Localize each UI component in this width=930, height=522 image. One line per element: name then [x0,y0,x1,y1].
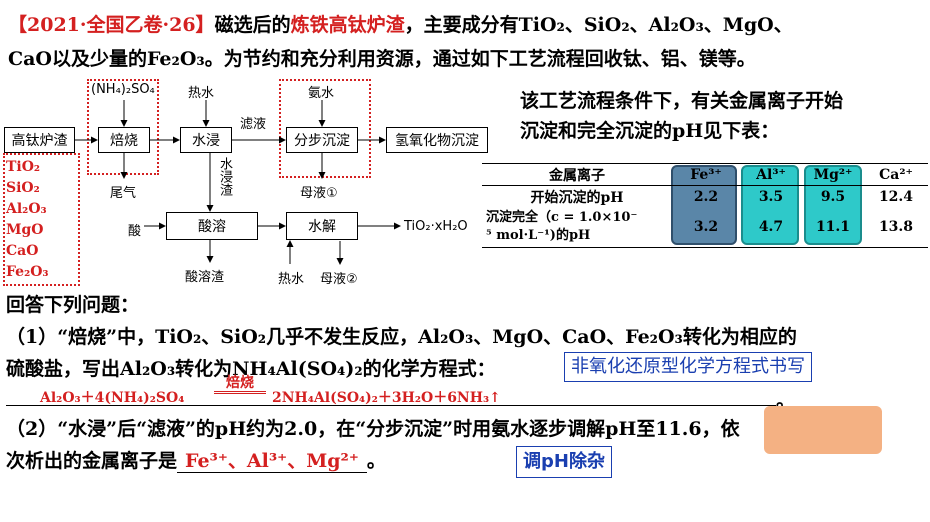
table-cell: 2.2 [693,188,719,205]
q2-text-b: ，依 [701,418,740,440]
q1-line-a: （1）“焙烧”中，TiO₂、SiO₂几乎不发生反应，Al₂O₃、MgO、CaO、… [6,326,797,348]
table-cell: 3.5 [758,188,784,205]
component-list: TiO₂ SiO₂ Al₂O₃ MgO CaO Fe₂O₃ [6,157,49,283]
component-item: Fe₂O₃ [6,264,49,280]
mg-column-highlight [804,165,862,245]
row-complete-label-a: 沉淀完全（c = 1.0×10⁻ [486,210,638,226]
roast-box: 焙烧 [98,127,150,153]
q1-line-b: 硫酸盐，写出Al₂O₃转化为NH₄Al(SO₄)₂的化学方程式： [6,358,496,380]
q1-answer-underline [6,405,776,406]
row-complete-label-b: ⁵ mol·L⁻¹)的pH [486,228,591,244]
hot-water-label: 热水 [188,86,215,101]
component-item: Al₂O₃ [6,201,47,217]
table-cell: 4.7 [758,219,784,236]
leach-box: 水浸 [180,127,232,153]
row-complete-label: 沉淀完全（c = 1.0×10⁻ ⁵ mol·L⁻¹)的pH [482,208,672,248]
component-item: CaO [6,243,39,259]
residue-label: 水浸渣 [217,157,232,196]
equation-right: 2NH₄Al(SO₄)₂＋3H₂O＋6NH₃↑ [272,390,501,406]
question-tag: 【2021·全国乙卷·26】 [8,14,215,36]
highlight-slag: 炼铁高钛炉渣 [290,14,405,36]
ion-mg: Mg²⁺ [813,166,853,183]
ammonia-label: 氨水 [308,86,335,101]
mother1-label: 母液① [300,186,338,201]
table-cell: 3.2 [693,219,719,236]
hot-water-bottom-label: 热水 [278,272,305,287]
header-line-1: 【2021·全国乙卷·26】磁选后的炼铁高钛炉渣，主要成分有TiO₂、SiO₂、… [8,10,793,37]
equation-left: Al₂O₃＋4(NH₄)₂SO₄ [40,390,185,406]
reagent-label: (NH₄)₂SO₄ [91,82,155,97]
right-text-line-1: 该工艺流程条件下，有关金属离子开始 [520,90,844,112]
tail-gas-label: 尾气 [110,186,137,201]
ion-al: Al³⁺ [756,166,786,183]
header-line-2: CaO以及少量的Fe₂O₃。为节约和充分利用资源，通过如下工艺流程回收钛、铝、镁… [8,48,756,70]
equation-condition: 焙烧 [214,375,266,394]
ion-fe: Fe³⁺ [690,166,722,183]
intro-text-2: ，主要成分有TiO₂、SiO₂、Al₂O₃、MgO、 [404,14,793,36]
q2-text-a: （2）“水浸”后“滤液”的pH约为2.0，在“分步沉淀”时用氨水逐步调解 [6,418,606,440]
acid-label: 酸 [128,224,142,239]
ion-ca: Ca²⁺ [879,166,913,183]
table-cell: 11.1 [815,219,851,236]
acid-residue-label: 酸溶渣 [185,270,225,285]
note-adjust-ph: 调pH除杂 [516,446,612,478]
component-item: MgO [6,222,44,238]
precip-box: 分步沉淀 [286,127,358,153]
intro-text: 磁选后的 [214,14,291,36]
fe-column-highlight [671,165,737,245]
product-label: TiO₂·xH₂O [404,219,468,234]
q2-end: 。 [366,450,386,472]
q2-line-a: （2）“水浸”后“滤液”的pH约为2.0，在“分步沉淀”时用氨水逐步调解pH至1… [6,414,740,441]
q2-text-c: 次析出的金属离子是 [6,450,178,472]
filtrate-label: 滤液 [240,117,267,132]
start-box: 高钛炉渣 [4,127,75,153]
table-cell: 12.4 [878,188,914,205]
flow-arrows [75,100,401,265]
ph-value-highlight [764,406,882,454]
questions-prompt: 回答下列问题： [6,294,140,316]
table-header: 金属离子 [549,167,605,184]
q2-answer: Fe³⁺、Al³⁺、Mg²⁺ [177,450,367,473]
acid-dissolve-box: 酸溶 [166,212,258,240]
ph-table: 金属离子 Fe³⁺ Al³⁺ Mg²⁺ Ca²⁺ 开始沉淀的pH 2.2 3.5… [482,163,928,248]
component-item: SiO₂ [6,180,40,196]
hydrolysis-box: 水解 [286,212,358,240]
table-cell: 9.5 [820,188,846,205]
hydroxide-box: 氢氧化物沉淀 [386,127,488,153]
component-item: TiO₂ [6,159,41,175]
components-frame [3,153,80,286]
table-cell: 13.8 [878,219,914,236]
note-non-redox: 非氧化还原型化学方程式书写 [564,352,812,382]
row-start-label: 开始沉淀的pH [530,189,624,206]
right-text-line-2: 沉淀和完全沉淀的pH见下表： [520,120,780,142]
q2-ph-value: pH至11.6 [605,418,702,440]
al-column-highlight [741,165,799,245]
mother2-label: 母液② [320,272,358,287]
